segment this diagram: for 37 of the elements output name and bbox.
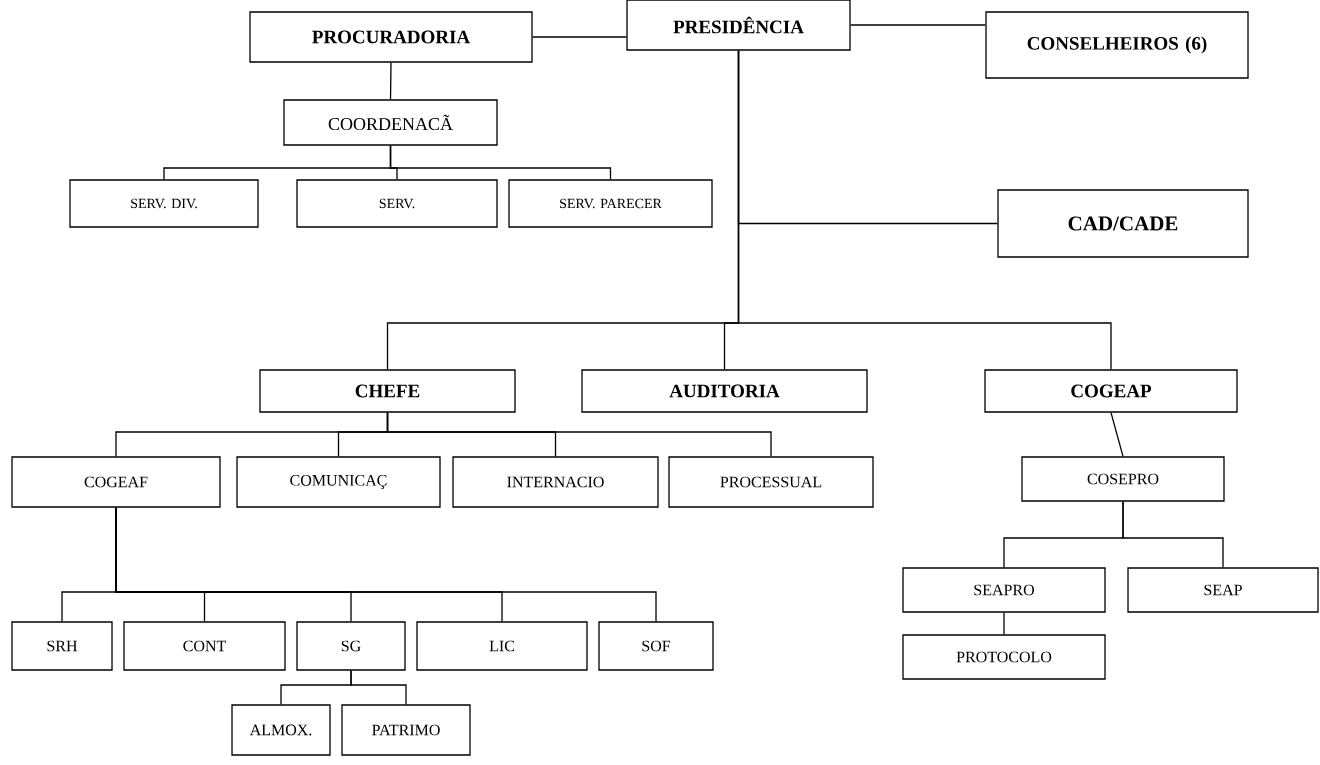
org-box: COGEAF xyxy=(11,456,221,508)
org-box: SG xyxy=(296,621,406,671)
org-box: PROCURADORIA xyxy=(249,11,533,63)
org-box: SERV. PARECER xyxy=(508,179,713,228)
connector-line xyxy=(389,145,612,180)
org-box: INTERNACIO xyxy=(452,456,659,508)
org-box: LIC xyxy=(416,621,588,671)
org-box: COGEAP xyxy=(984,369,1238,413)
connector-line xyxy=(1122,501,1224,568)
connector-line xyxy=(1003,612,1005,635)
connector-line xyxy=(1110,412,1124,457)
connector-line xyxy=(115,507,657,622)
connector-line xyxy=(850,24,986,26)
org-box: PROCESSUAL xyxy=(668,456,874,508)
org-box: AUDITORIA xyxy=(581,369,868,413)
org-box: PRESIDÊNCIA xyxy=(626,0,851,51)
org-box: CONSELHEIROS (6) xyxy=(985,11,1249,79)
connector-line xyxy=(386,412,772,457)
org-box: SERV. xyxy=(296,179,498,228)
org-box: CHEFE xyxy=(259,369,516,413)
org-box: CONT xyxy=(123,621,286,671)
org-box: SOF xyxy=(598,621,714,671)
org-box: PATRIMO xyxy=(341,704,471,756)
connector-line xyxy=(737,50,1112,370)
org-box: PROTOCOLO xyxy=(902,634,1106,680)
org-box: COSEPRO xyxy=(1021,456,1225,502)
org-box: COMUNICAÇ xyxy=(236,456,441,508)
org-box: SRH xyxy=(11,621,113,671)
connector-line xyxy=(389,62,392,100)
org-box: ALMOX. xyxy=(231,704,331,756)
org-box: COORDENACÃ xyxy=(283,99,498,146)
connector-line xyxy=(350,670,407,705)
connector-line xyxy=(532,36,627,38)
org-box: CAD/CADE xyxy=(997,189,1249,258)
org-box: SEAP xyxy=(1127,567,1319,613)
org-box: SERV. DIV. xyxy=(69,179,259,228)
org-box: SEAPRO xyxy=(902,567,1106,613)
